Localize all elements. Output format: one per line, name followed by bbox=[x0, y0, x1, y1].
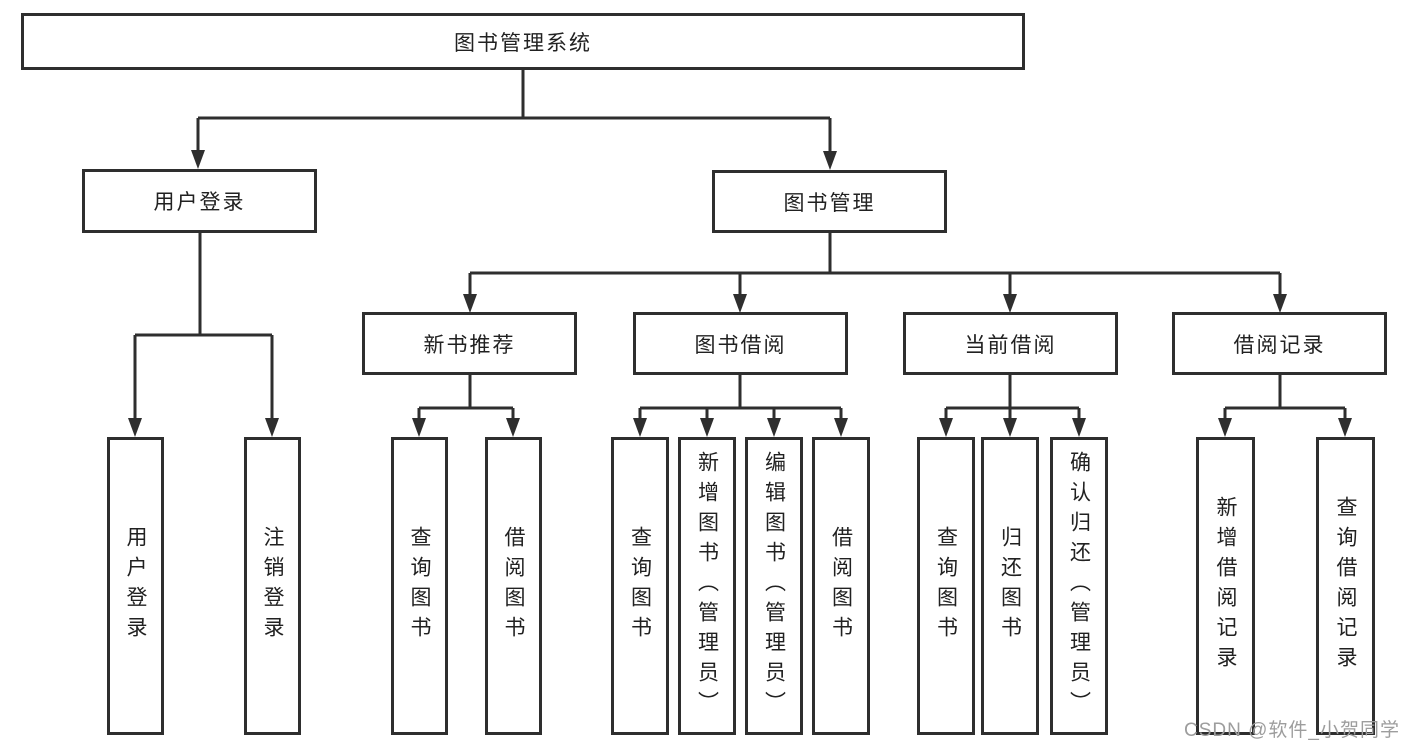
leaf-logout: 注销登录 bbox=[244, 437, 301, 735]
leaf-query-books-borrow: 查询图书 bbox=[611, 437, 669, 735]
leaf-edit-books-admin: 编辑图书（管理员） bbox=[745, 437, 803, 735]
node-user-login: 用户登录 bbox=[82, 169, 317, 233]
node-new-book-recommend: 新书推荐 bbox=[362, 312, 577, 375]
leaf-confirm-return-admin: 确认归还（管理员） bbox=[1050, 437, 1108, 735]
connector-current-borrow-to-leaves bbox=[944, 375, 1081, 424]
leaf-query-books-newbook: 查询图书 bbox=[391, 437, 448, 735]
watermark: CSDN @软件_小贺同学 bbox=[1184, 720, 1400, 741]
arrowheads bbox=[128, 150, 1352, 437]
leaf-add-books-admin: 新增图书（管理员） bbox=[678, 437, 736, 735]
node-book-management: 图书管理 bbox=[712, 170, 947, 233]
leaf-add-borrow-record: 新增借阅记录 bbox=[1196, 437, 1255, 735]
leaf-user-login: 用户登录 bbox=[107, 437, 164, 735]
leaf-borrow-books-borrow: 借阅图书 bbox=[812, 437, 870, 735]
node-current-borrowing: 当前借阅 bbox=[903, 312, 1118, 375]
leaf-query-books-current: 查询图书 bbox=[917, 437, 975, 735]
leaf-return-books: 归还图书 bbox=[981, 437, 1039, 735]
node-book-borrowing: 图书借阅 bbox=[633, 312, 848, 375]
connector-borrow-record-to-leaves bbox=[1223, 375, 1347, 424]
leaf-query-borrow-record: 查询借阅记录 bbox=[1316, 437, 1375, 735]
connector-book-borrow-to-leaves bbox=[638, 375, 843, 424]
connector-root-to-level2 bbox=[196, 69, 832, 157]
node-root: 图书管理系统 bbox=[21, 13, 1025, 70]
connector-book-mgmt-to-level3 bbox=[468, 233, 1282, 300]
connector-user-login-to-leaves bbox=[133, 233, 274, 424]
node-borrowing-records: 借阅记录 bbox=[1172, 312, 1387, 375]
leaf-borrow-books-newbook: 借阅图书 bbox=[485, 437, 542, 735]
connector-new-book-to-leaves bbox=[417, 375, 515, 424]
